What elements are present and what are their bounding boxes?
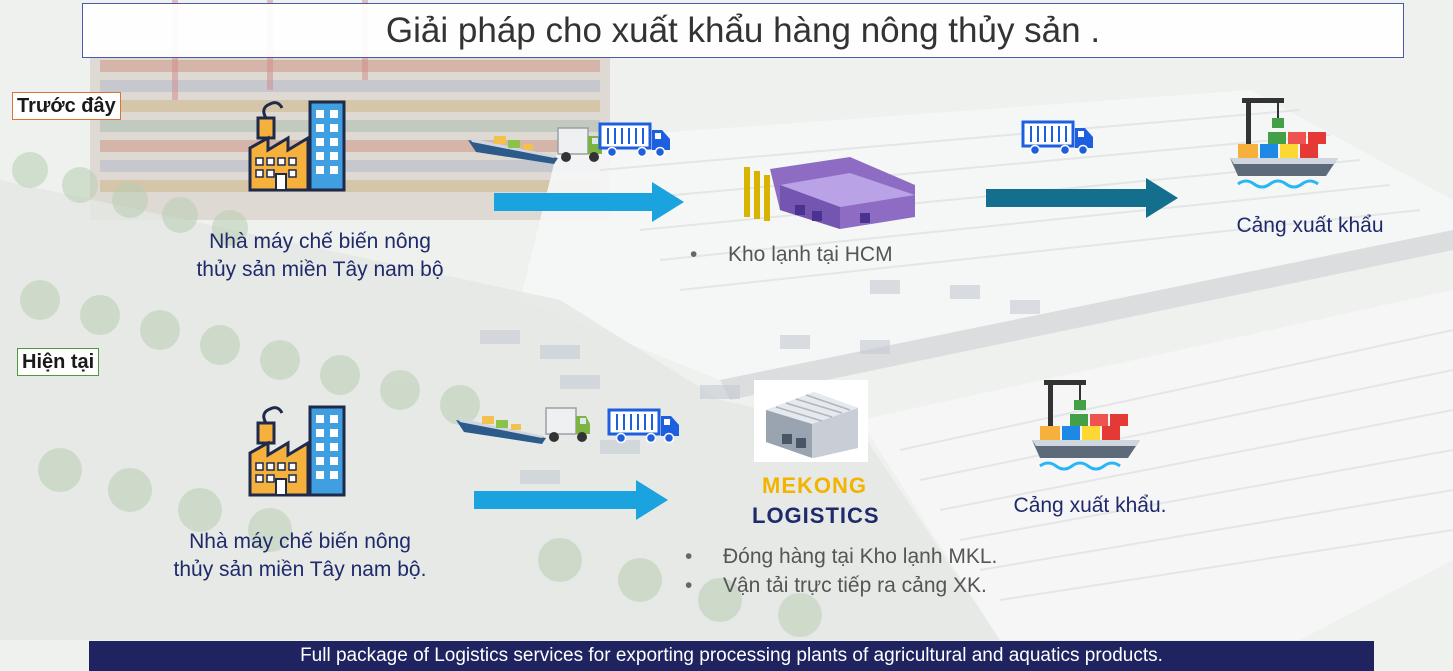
before-port-label: Cảng xuất khẩu (1236, 214, 1384, 237)
list-item: •Vận tải trực tiếp ra cảng XK. (685, 574, 987, 597)
truck-icon (557, 127, 602, 162)
now-tag: Hiện tại (17, 348, 100, 376)
cold-warehouse-icon (754, 380, 868, 462)
container-truck-icon (598, 122, 670, 158)
truck-icon (545, 407, 590, 442)
cold-warehouse-icon (744, 157, 915, 229)
cargo-ship-icon (1230, 98, 1338, 189)
now-port-label: Cảng xuất khẩu. (1013, 494, 1167, 517)
label-line: thủy sản miền Tây nam bộ (196, 258, 444, 281)
before-warehouse-bullet: •Kho lạnh tại HCM (690, 243, 893, 266)
factory-icon (248, 405, 346, 497)
ship-icon (456, 416, 546, 444)
label-line: Nhà máy chế biến nông (189, 530, 411, 553)
arrow-right-icon (494, 182, 684, 222)
brand-mekong: MEKONG (762, 473, 867, 498)
now-bullet-list: •Đóng hàng tại Kho lạnh MKL. •Vận tải tr… (685, 542, 997, 600)
before-tag: Trước đây (12, 92, 121, 120)
bullet-text: Vận tải trực tiếp ra cảng XK. (723, 574, 987, 597)
arrow-right-icon (986, 178, 1178, 218)
ship-icon (468, 136, 558, 164)
cargo-ship-icon (1032, 380, 1140, 471)
arrow-right-icon (474, 480, 668, 520)
container-truck-icon (1021, 120, 1093, 156)
label-line: Nhà máy chế biến nông (209, 230, 431, 253)
footer-banner: Full package of Logistics services for e… (89, 641, 1374, 671)
page-title: Giải pháp cho xuất khẩu hàng nông thủy s… (82, 3, 1404, 58)
now-factory-label: Nhà máy chế biến nông thủy sản miền Tây … (140, 528, 460, 584)
brand-logistics: LOGISTICS (752, 503, 880, 528)
label-line: thủy sản miền Tây nam bộ. (173, 558, 427, 581)
factory-icon (248, 100, 346, 192)
list-item: •Đóng hàng tại Kho lạnh MKL. (685, 545, 998, 568)
bullet-text: Đóng hàng tại Kho lạnh MKL. (723, 545, 998, 568)
bullet-text: Kho lạnh tại HCM (728, 243, 893, 266)
before-factory-label: Nhà máy chế biến nông thủy sản miền Tây … (160, 228, 480, 284)
container-truck-icon (607, 408, 679, 444)
